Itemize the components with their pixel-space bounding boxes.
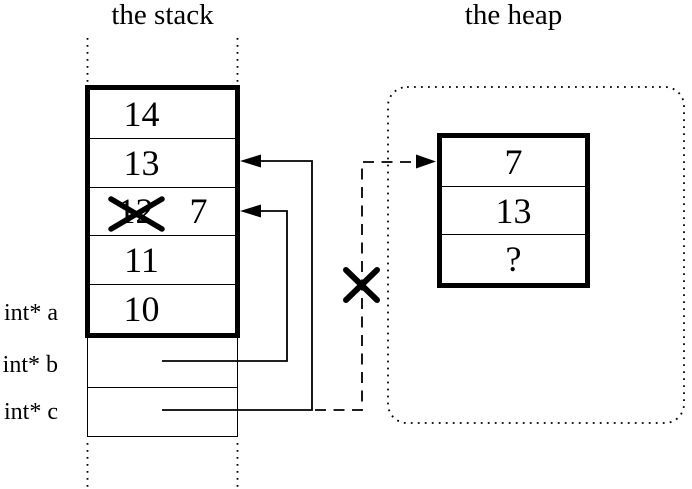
heap-title: the heap — [464, 0, 563, 31]
stack-cell: 13 — [90, 139, 235, 188]
stack-cell-crossed: 12 7 — [90, 188, 235, 237]
stack-cell-value: 11 — [124, 240, 159, 281]
heap-cell-value: 7 — [504, 141, 523, 182]
right-arrowhead-icon — [416, 154, 436, 169]
label-int-b: int* b — [2, 352, 58, 378]
heap-cell-value: ? — [505, 239, 522, 280]
stack-cell-old-value: 12 — [117, 191, 154, 232]
pointer-cell-b — [88, 338, 237, 388]
left-arrowhead-icon — [240, 204, 261, 218]
pointer-cells-box — [87, 338, 238, 437]
label-int-a: int* a — [4, 300, 58, 326]
stack-cell-value: 10 — [123, 289, 160, 330]
dangling-pointer-dashed-arrow — [315, 154, 436, 411]
heap-block-box: 7 13 ? — [437, 133, 590, 288]
heap-cell: ? — [442, 235, 585, 283]
stack-cell-value: 13 — [123, 142, 160, 183]
stack-title: the stack — [111, 0, 214, 31]
heap-cell-value: 13 — [495, 190, 532, 231]
left-arrowhead-icon — [240, 154, 261, 168]
stack-cell-new-value: 7 — [189, 191, 208, 232]
stack-cell-value: 14 — [123, 93, 160, 134]
pointer-cell-c — [88, 388, 237, 437]
heap-cell: 13 — [442, 187, 585, 236]
stack-cell: 11 — [90, 236, 235, 286]
stack-cell: 14 — [90, 90, 235, 139]
heap-cell: 7 — [442, 138, 585, 187]
stack-cell: 10 — [90, 285, 235, 333]
x-cross-icon — [343, 267, 380, 303]
label-int-c: int* c — [4, 399, 58, 425]
stack-frame-box: 14 13 12 7 11 10 — [85, 85, 240, 338]
